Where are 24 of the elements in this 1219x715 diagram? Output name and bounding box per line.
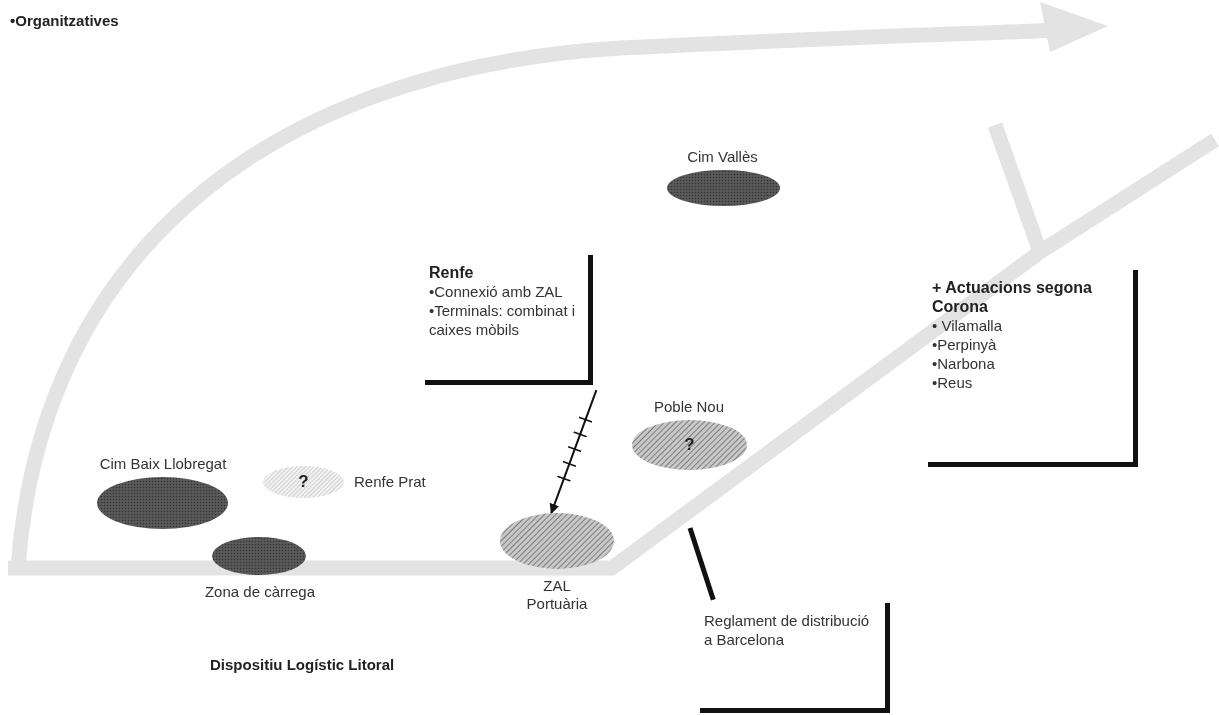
panel-text: • Vilamalla — [932, 316, 1003, 335]
leader-line — [687, 527, 716, 601]
question-mark: ? — [298, 472, 309, 492]
panel-text: •Reus — [932, 373, 974, 392]
site-label: Poble Nou — [652, 398, 726, 416]
site-label: Zona de càrrega — [203, 583, 317, 601]
section-heading: •Organitzatives — [10, 12, 119, 29]
site-label: Cim Vallès — [686, 148, 759, 166]
panel-text: •Connexió amb ZAL — [429, 282, 564, 301]
site-label: ZAL Portuària — [525, 577, 589, 613]
panel-text: •Narbona — [932, 354, 996, 373]
text-panel — [425, 255, 593, 385]
site-label: Cim Baix Llobregat — [98, 455, 228, 473]
panel-text: Reglament de distribució a Barcelona — [704, 611, 871, 649]
panel-text: •Perpinyà — [932, 335, 998, 354]
panel-heading: Renfe — [429, 263, 475, 282]
text-panel — [928, 270, 1138, 467]
panel-heading: + Actuacions segona Corona — [932, 278, 1093, 316]
rail-arrow — [549, 389, 598, 514]
question-mark: ? — [684, 435, 695, 455]
text-panel — [700, 603, 890, 713]
panel-text: •Terminals: combinat i caixes mòbils — [429, 301, 577, 339]
site-label: Renfe Prat — [354, 473, 426, 490]
diagram-caption: Dispositiu Logístic Litoral — [210, 656, 395, 673]
